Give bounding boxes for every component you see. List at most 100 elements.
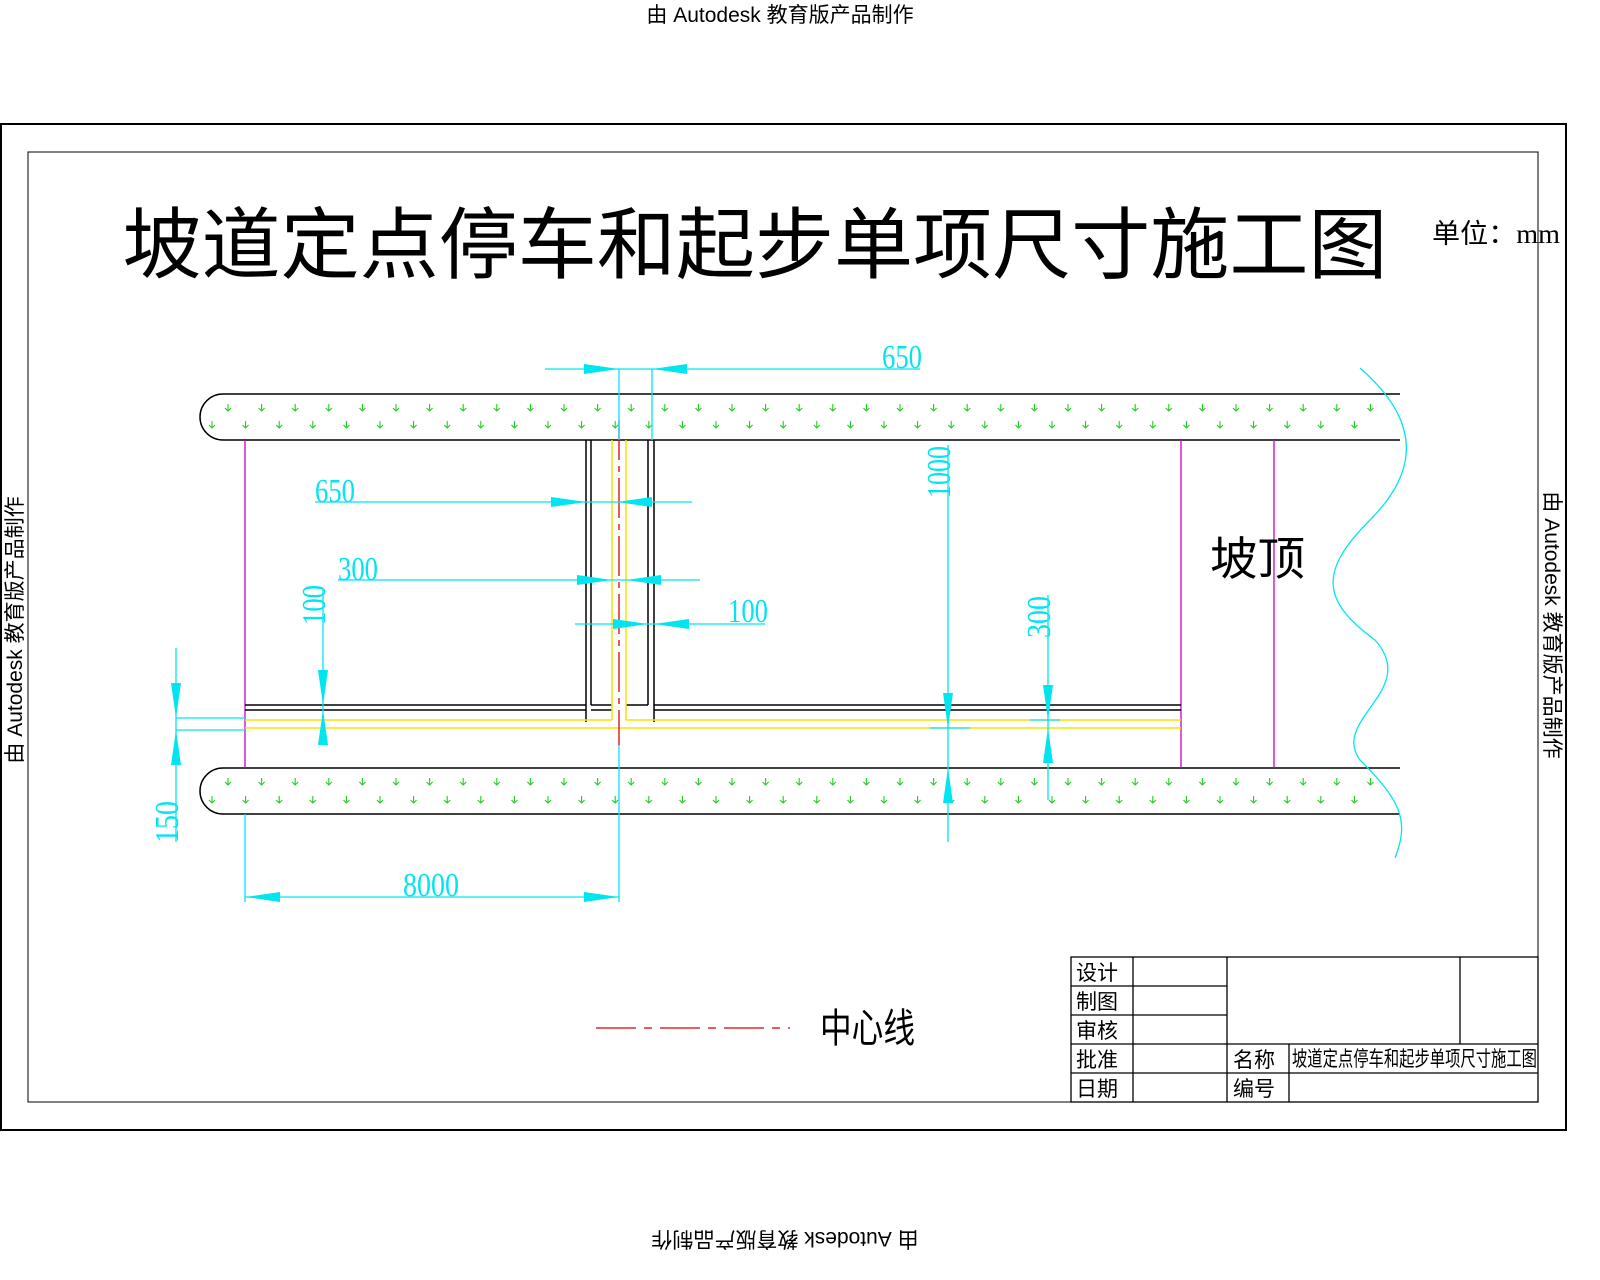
grass-arrow-icon [829, 404, 837, 412]
svg-text:300: 300 [1021, 596, 1058, 638]
grass-arrow-icon [511, 796, 518, 804]
grass-arrow-icon [1283, 421, 1291, 429]
watermark-left: 由 Autodesk 教育版产品制作 [4, 496, 27, 763]
grass-arrow-icon [1131, 404, 1139, 412]
grass-arrow-icon [627, 404, 635, 412]
grass-arrow-icon [275, 796, 283, 804]
grass-arrow-icon [661, 778, 669, 786]
dimension-vertical-300: 300 [1021, 595, 1060, 800]
grass-arrow-icon [847, 421, 854, 429]
grass-arrow-icon [578, 796, 585, 804]
grass-arrow-icon [930, 778, 937, 786]
grass-arrow-icon [611, 421, 619, 429]
grass-arrow-icon [963, 404, 971, 412]
grass-arrow-icon [896, 404, 904, 412]
drawing-title: 坡道定点停车和起步单项尺寸施工图 [123, 202, 1388, 289]
dimension-vertical-1000: 1000 [921, 445, 970, 842]
grass-arrow-icon [679, 421, 686, 429]
grass-arrow-icon [997, 404, 1005, 412]
grass-arrow-icon [410, 421, 417, 429]
grass-arrow-icon [493, 404, 501, 412]
grass-arrow-icon [224, 778, 232, 786]
break-line [1332, 367, 1407, 859]
grass-arrow-icon [258, 778, 265, 786]
stop-box [245, 440, 1181, 722]
grass-arrow-icon [762, 404, 769, 412]
grass-arrow-icon [560, 404, 568, 412]
grass-arrow-icon [224, 404, 232, 412]
grass-arrow-icon [544, 421, 552, 429]
bottom-curb [199, 767, 1400, 815]
tb-name-label: 名称 [1233, 1048, 1275, 1072]
grass-arrow-icon [695, 778, 702, 786]
grass-arrow-icon [1216, 796, 1224, 804]
grass-arrow-icon [594, 404, 601, 412]
grass-arrow-icon [997, 778, 1005, 786]
grass-arrow-icon [426, 778, 433, 786]
grass-arrow-icon [343, 421, 350, 429]
svg-text:150: 150 [149, 801, 186, 843]
grass-arrow-icon [309, 796, 317, 804]
slope-top-label: 坡顶 [1210, 534, 1305, 585]
grass-arrow-icon [443, 796, 451, 804]
grass-arrow-icon [1149, 796, 1157, 804]
grass-arrow-icon [1299, 778, 1307, 786]
grass-arrow-icon [1266, 778, 1273, 786]
title-block [1070, 956, 1539, 1103]
grass-arrow-icon [376, 421, 384, 429]
grass-arrow-icon [863, 778, 870, 786]
grass-arrow-icon [914, 421, 921, 429]
grass-arrow-icon [1165, 404, 1173, 412]
grass-arrow-icon [477, 421, 485, 429]
tb-approval: 批准 [1076, 1048, 1118, 1072]
grass-arrow-icon [1015, 796, 1022, 804]
dimension-top-650: 650 [545, 339, 922, 440]
grass-arrow-icon [560, 778, 568, 786]
dimension-8000: 8000 [244, 745, 620, 904]
grass-arrow-icon [728, 404, 736, 412]
grass-arrow-icon [981, 796, 989, 804]
grass-arrow-icon [1317, 421, 1325, 429]
grass-arrow-icon [208, 421, 216, 429]
guide-lines [245, 440, 1181, 729]
grass-arrow-icon [880, 421, 888, 429]
tb-design: 设计 [1076, 961, 1118, 985]
grass-arrow-icon [645, 796, 653, 804]
grass-arrow-icon [746, 796, 753, 804]
grass-arrow-icon [578, 421, 585, 429]
grass-arrow-icon [493, 778, 501, 786]
grass-arrow-icon [1367, 778, 1374, 786]
dimension-300: 300 [338, 551, 700, 588]
grass-arrow-icon [1283, 796, 1291, 804]
tb-date: 日期 [1076, 1077, 1118, 1101]
tb-name-value: 坡道定点停车和起步单项尺寸施工图 [1292, 1047, 1537, 1071]
grass-arrow-icon [1115, 796, 1123, 804]
grass-arrow-icon [1250, 796, 1257, 804]
grass-arrow-icon [795, 778, 803, 786]
grass-arrow-icon [795, 404, 803, 412]
grass-arrow-icon [392, 404, 400, 412]
grass-arrow-icon [459, 778, 467, 786]
top-curb [199, 393, 1400, 441]
grass-arrow-icon [914, 796, 921, 804]
grass-arrow-icon [1351, 421, 1358, 429]
grass-arrow-icon [291, 404, 299, 412]
grass-arrow-icon [325, 778, 333, 786]
grass-arrow-icon [1250, 421, 1257, 429]
grass-arrow-icon [695, 404, 702, 412]
svg-text:650: 650 [882, 339, 922, 376]
grass-arrow-icon [1317, 796, 1325, 804]
grass-arrow-icon [426, 404, 433, 412]
tb-drafting: 制图 [1076, 990, 1118, 1014]
grass-arrow-icon [1031, 404, 1038, 412]
grass-arrow-icon [1266, 404, 1273, 412]
grass-arrow-icon [829, 778, 837, 786]
dimension-left-650: 650 [315, 473, 692, 510]
grass-arrow-icon [376, 796, 384, 804]
grass-arrow-icon [880, 796, 888, 804]
grass-arrow-icon [762, 778, 769, 786]
grass-arrow-icon [1048, 421, 1056, 429]
grass-arrow-icon [594, 778, 601, 786]
grass-arrow-icon [1082, 421, 1089, 429]
grass-arrow-icon [309, 421, 317, 429]
